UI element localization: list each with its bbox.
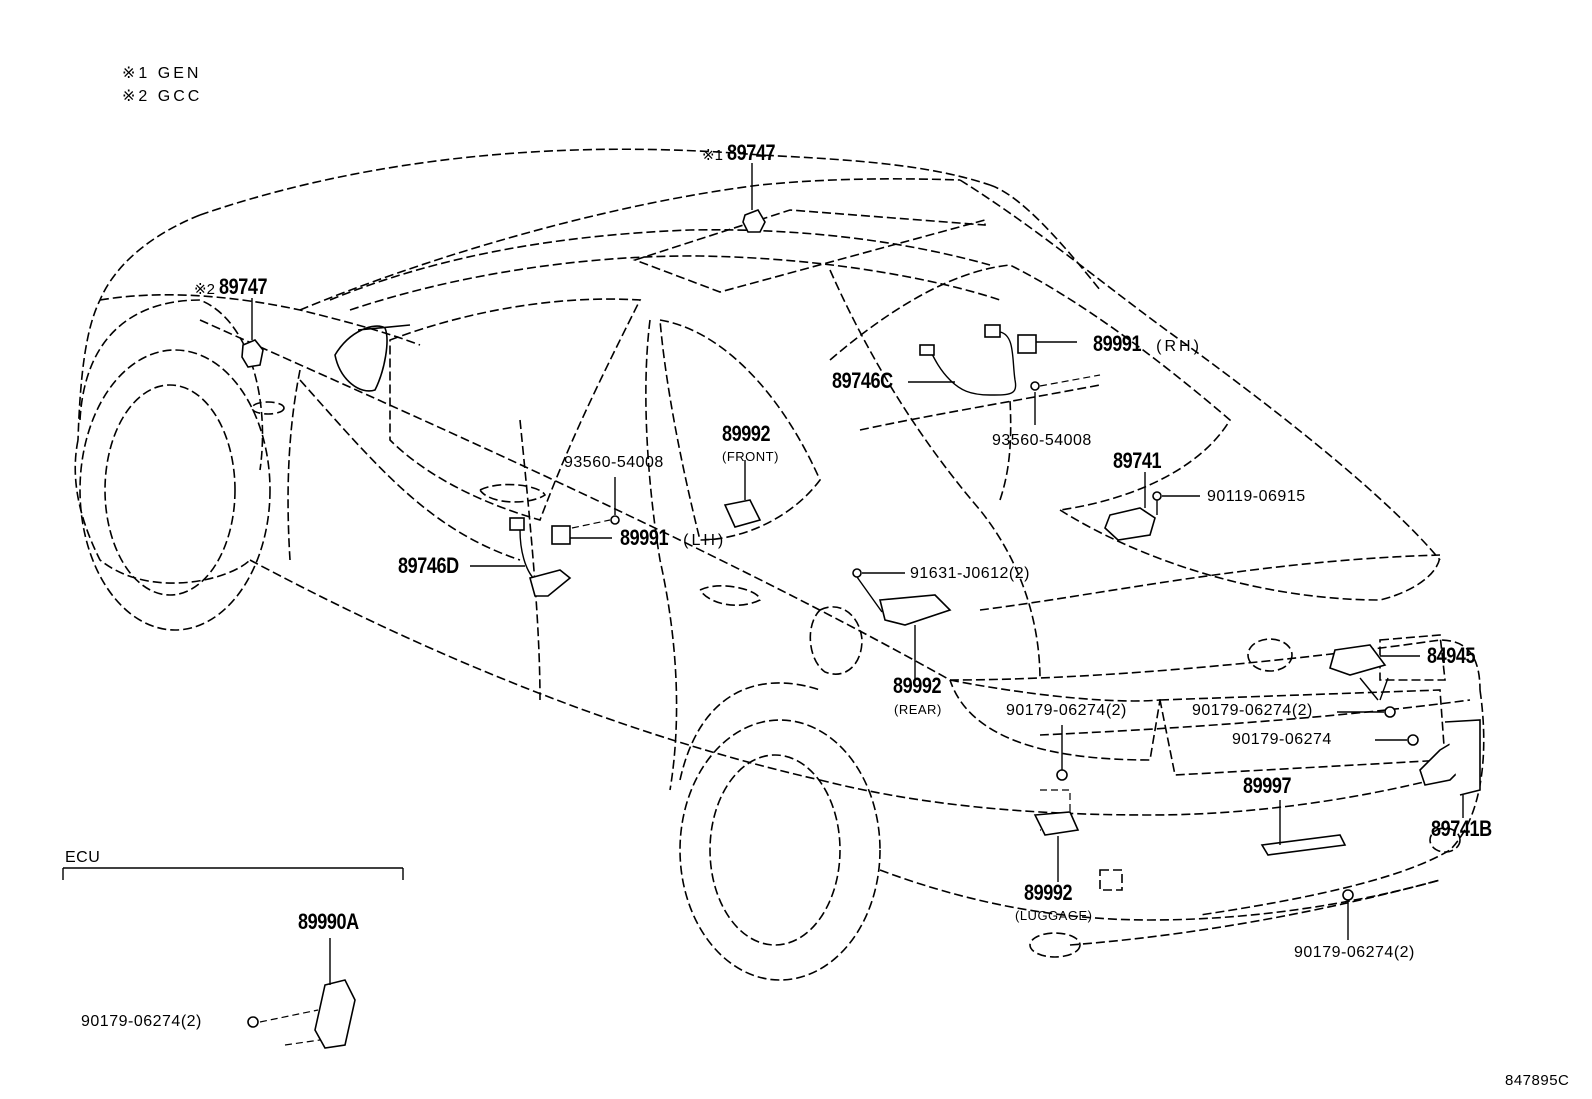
part-89992-luggage — [1033, 725, 1080, 882]
callout-89990a: 89990A — [298, 909, 359, 934]
callout-89747-gcc: ※2 89747 — [194, 274, 268, 299]
part-89741 — [1104, 472, 1200, 541]
callout-89992-rear-note: (REAR) — [894, 702, 942, 717]
callout-93560-54008-rh: 93560-54008 — [992, 432, 1092, 449]
callout-89746d: 89746D — [398, 553, 459, 578]
part-84945 — [1329, 644, 1420, 701]
part-89992-front — [723, 460, 762, 528]
ecu-group-title: ECU — [65, 849, 101, 866]
callout-89747-gen: ※1 89747 — [702, 140, 776, 165]
nut-rear-2 — [1407, 734, 1419, 746]
ecu-group-bracket — [62, 867, 404, 880]
callout-84945: 84945 — [1427, 643, 1476, 668]
part-89991-lh — [509, 477, 620, 597]
callout-89991-lh: 89991 (LH) — [620, 525, 727, 550]
car-body-outline — [74, 148, 1485, 981]
callout-91631-j0612: 91631-J0612(2) — [910, 565, 1030, 582]
figure-id: 847895C — [1505, 1072, 1570, 1089]
side-mirror — [334, 324, 411, 392]
part-89997 — [1260, 800, 1347, 856]
part-89991-rh — [919, 324, 1101, 425]
callout-89992-luggage-note: (LUGGAGE) — [1015, 908, 1093, 923]
callout-89997: 89997 — [1243, 773, 1292, 798]
callout-89741b: 89741B — [1431, 816, 1492, 841]
part-89747-roof — [742, 163, 766, 233]
callout-90179-06274-a: 90179-06274(2) — [1006, 702, 1127, 719]
callout-89991-rh: 89991 (RH) — [1093, 331, 1202, 356]
part-89741b — [1419, 719, 1481, 818]
callout-89992-front: 89992 — [722, 421, 771, 446]
callout-89741: 89741 — [1113, 448, 1162, 473]
part-89990a — [247, 938, 356, 1049]
legend-item-gen: ※1 GEN — [122, 65, 202, 82]
callout-90179-06274-c: 90179-06274 — [1232, 731, 1332, 748]
nut-bumper — [1342, 889, 1354, 901]
nut-rear-1 — [1384, 706, 1396, 718]
callout-89992-luggage: 89992 — [1024, 880, 1073, 905]
callout-89992-rear: 89992 — [893, 673, 942, 698]
callout-90179-06274-b: 90179-06274(2) — [1192, 702, 1313, 719]
callout-90179-06274-d: 90179-06274(2) — [1294, 944, 1415, 961]
part-89992-rear — [852, 568, 952, 680]
callout-89746c: 89746C — [832, 368, 893, 393]
callout-89992-front-note: (FRONT) — [722, 449, 779, 464]
callout-90119-06915: 90119-06915 — [1207, 488, 1306, 505]
callout-90179-06274-ecu: 90179-06274(2) — [81, 1013, 202, 1030]
callout-93560-54008-lh: 93560-54008 — [564, 454, 664, 471]
part-89747-fender — [241, 298, 264, 368]
legend-item-gcc: ※2 GCC — [122, 88, 203, 105]
